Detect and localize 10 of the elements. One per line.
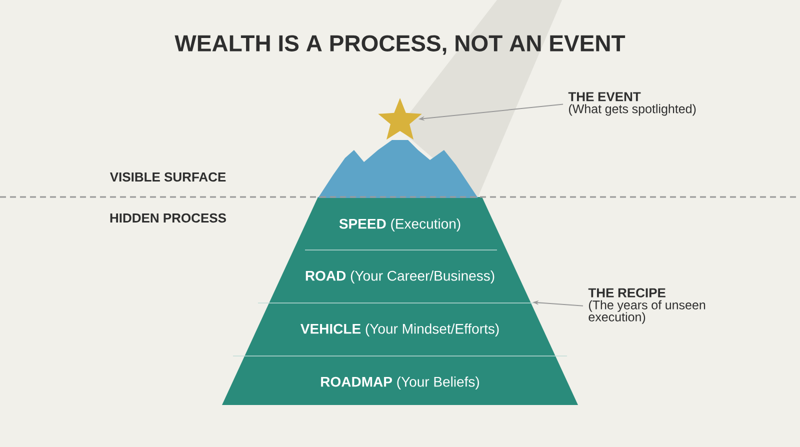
layer-label: ROAD (Your Career/Business) bbox=[306, 270, 494, 284]
section-label: HIDDEN PROCESS bbox=[110, 213, 226, 223]
callout-text: THE EVENT (What gets spotlighted) bbox=[568, 92, 696, 116]
layer-label: SPEED (Execution) bbox=[339, 218, 460, 232]
section-label: VISIBLE SURFACE bbox=[110, 172, 226, 182]
title: WEALTH IS A PROCESS, NOT AN EVENT bbox=[174, 35, 626, 55]
layer-label: ROADMAP (Your Beliefs) bbox=[321, 376, 479, 390]
callout-text: THE RECIPE (The years of unseen execution) bbox=[588, 288, 706, 324]
layer-label: VEHICLE (Your Mindset/Efforts) bbox=[300, 323, 499, 337]
star-icon bbox=[378, 98, 422, 140]
